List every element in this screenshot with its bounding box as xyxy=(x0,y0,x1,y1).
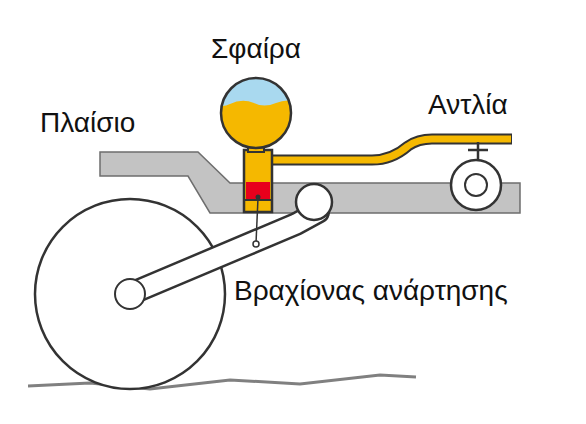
wheel xyxy=(35,199,225,389)
sphere-axis xyxy=(221,113,291,114)
wheel-hub xyxy=(115,279,145,309)
arm-label: Βραχίονας ανάρτησης xyxy=(234,276,508,307)
sphere-label: Σφαίρα xyxy=(211,34,301,65)
roller xyxy=(296,184,332,220)
pump-link xyxy=(468,149,488,152)
sphere xyxy=(221,78,291,148)
sphere-contents xyxy=(216,75,298,155)
chassis-label: Πλαίσιο xyxy=(40,108,135,139)
pump-hub xyxy=(465,174,487,196)
piston-rod xyxy=(256,198,258,243)
hydraulic-line xyxy=(270,139,511,160)
pin xyxy=(256,195,261,200)
pump xyxy=(451,160,501,210)
pump-label: Αντλία xyxy=(428,90,508,121)
piston-chamber xyxy=(246,182,270,200)
pin xyxy=(253,241,259,247)
